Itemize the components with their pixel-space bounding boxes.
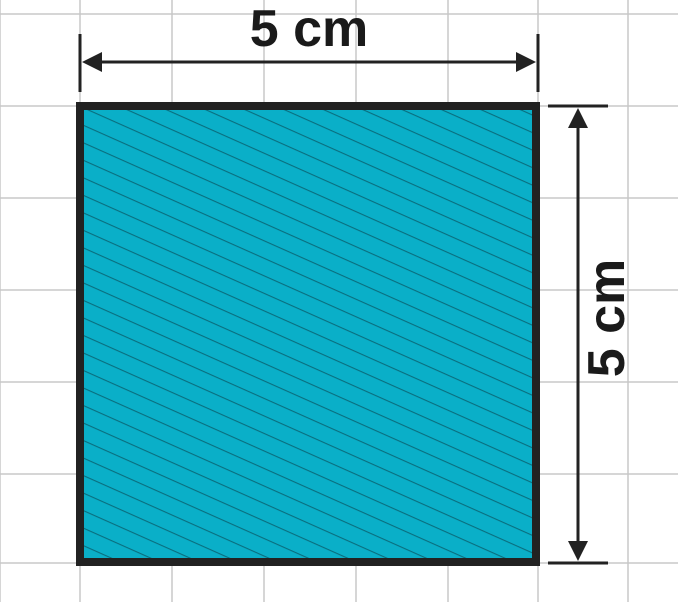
square-fill bbox=[80, 106, 536, 562]
square-outline bbox=[76, 102, 540, 566]
width-arrowhead-left bbox=[82, 52, 102, 72]
height-arrowhead-top bbox=[568, 108, 588, 128]
width-arrowhead-right bbox=[516, 52, 536, 72]
width-label: 5 cm bbox=[250, 0, 369, 58]
height-label: 5 cm bbox=[578, 259, 636, 378]
height-dimension: 5 cm bbox=[548, 104, 636, 565]
width-dimension: 5 cm bbox=[78, 0, 540, 92]
square bbox=[76, 102, 540, 566]
height-arrowhead-bottom bbox=[568, 541, 588, 561]
